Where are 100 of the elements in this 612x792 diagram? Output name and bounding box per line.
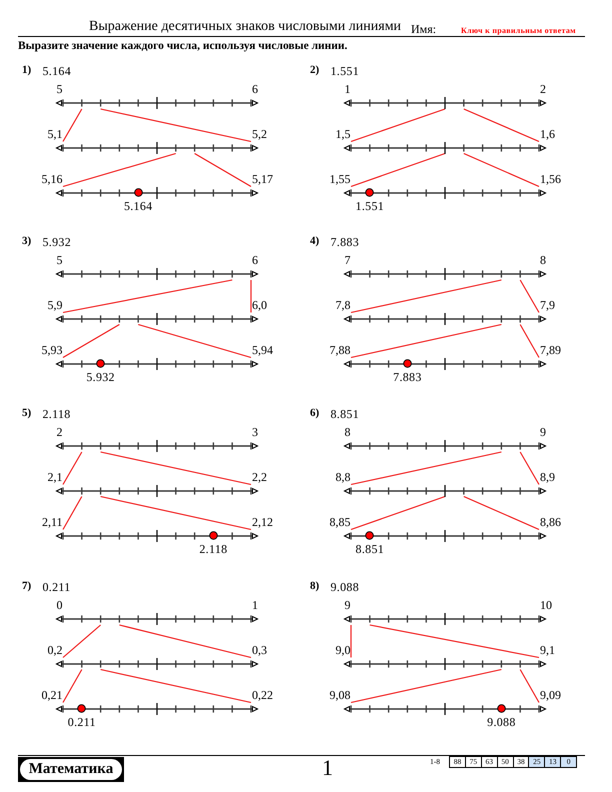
connector-line: [62, 108, 82, 142]
tick-label: 5,1: [48, 126, 62, 140]
number-line: [342, 358, 548, 370]
subject-label: Математика: [20, 759, 122, 780]
tick-label: 6: [252, 82, 258, 96]
tick-label: 8: [344, 425, 350, 439]
tick-label: 0,2: [48, 642, 62, 656]
connector-line: [520, 669, 540, 703]
tick-label: 9: [540, 425, 546, 439]
connector-line: [62, 669, 82, 703]
worksheet-title: Выражение десятичных знаков числовыми линиями: [89, 19, 402, 35]
connector-line: [464, 496, 540, 530]
tick-label: 5,9: [48, 298, 62, 312]
name-label: Имя:: [411, 22, 436, 36]
tick-label: 1,55: [330, 172, 350, 186]
number-line: [342, 142, 548, 154]
number-line: [342, 658, 548, 670]
answer-label: 5.164: [124, 199, 152, 213]
number-line: [342, 484, 548, 496]
problem-number: 1): [22, 64, 32, 77]
instruction-text: Выразите значение каждого числа, используя числовые линии.: [18, 40, 348, 53]
number-line: [342, 186, 548, 198]
tick-label: 8: [540, 253, 546, 267]
tick-label: 7,88: [330, 342, 350, 356]
problem-number: 7): [22, 580, 32, 593]
connector-line: [100, 108, 252, 142]
tick-label: 5,16: [42, 172, 62, 186]
connector-line: [62, 452, 82, 485]
tick-label: 8,8: [336, 470, 350, 484]
answer-label: 9.088: [487, 715, 516, 729]
tick-label: 6,0: [252, 298, 267, 312]
number-line: [54, 440, 260, 452]
connector-line: [464, 153, 540, 187]
tick-label: 1: [344, 82, 350, 96]
tick-label: 7,9: [540, 298, 555, 312]
problem-number: 2): [310, 64, 320, 77]
tick-label: 2: [56, 425, 62, 439]
problem-value: 0.211: [42, 580, 71, 594]
tick-label: 10: [540, 598, 552, 612]
connector-line: [100, 451, 252, 486]
connector-line: [62, 496, 82, 530]
problem-value: 5.932: [42, 234, 71, 248]
tick-label: 5: [56, 82, 62, 96]
answer-key-note: Ключ к правильным ответам: [461, 26, 576, 36]
number-line: [54, 613, 260, 625]
connector-line: [62, 279, 232, 314]
connector-line: [100, 496, 252, 530]
tick-label: 3: [252, 425, 258, 439]
problem-value: 7.883: [330, 234, 359, 248]
tick-label: 9: [344, 598, 350, 612]
number-line: [54, 186, 260, 198]
problem-value: 2.118: [42, 406, 71, 420]
problem-number: 5): [22, 407, 32, 420]
number-line: [342, 312, 548, 324]
connector-line: [520, 452, 540, 485]
tick-label: 0,3: [252, 642, 267, 656]
tick-label: 0,22: [252, 688, 273, 702]
problem-number: 8): [310, 580, 320, 593]
connector-line: [350, 152, 446, 188]
connector-line: [370, 624, 540, 658]
tick-label: 0,21: [42, 688, 62, 702]
number-line: [54, 702, 260, 714]
connector-line: [194, 153, 252, 187]
tick-label: 2,1: [48, 470, 62, 484]
connector-line: [350, 451, 502, 486]
tick-label: 9,08: [330, 688, 350, 702]
connector-line: [520, 280, 540, 313]
tick-label: 5,2: [252, 126, 267, 140]
tick-label: 6: [252, 253, 258, 267]
answer-label: 0.211: [68, 715, 96, 729]
problem-number: 6): [310, 407, 320, 420]
number-line: [342, 702, 548, 714]
tick-label: 7,8: [336, 298, 350, 312]
tick-label: 2,12: [252, 514, 273, 528]
problem-value: 8.851: [330, 406, 359, 420]
number-line: [54, 484, 260, 496]
answer-label: 7.883: [393, 370, 422, 384]
answer-label: 8.851: [356, 542, 384, 556]
problem-value: 1.551: [330, 64, 359, 78]
tick-label: 5: [56, 253, 62, 267]
connector-line: [138, 324, 252, 358]
number-line: [54, 97, 260, 109]
tick-label: 8,9: [540, 470, 555, 484]
connector-line: [100, 668, 252, 704]
connector-line: [62, 324, 120, 358]
problem-value: 9.088: [330, 580, 359, 594]
number-line: [342, 613, 548, 625]
tick-label: 5,17: [252, 172, 273, 186]
number-line: [54, 358, 260, 370]
number-line: [54, 268, 260, 280]
tick-label: 5,94: [252, 342, 273, 356]
connector-line: [62, 152, 176, 188]
answer-label: 2.118: [199, 542, 228, 556]
answer-label: 5.932: [86, 370, 115, 384]
problem-number: 4): [310, 235, 320, 248]
tick-label: 7,89: [540, 342, 561, 356]
tick-label: 9,0: [336, 642, 350, 656]
number-line: [342, 97, 548, 109]
connector-line: [350, 496, 446, 530]
connector-line: [350, 108, 446, 142]
